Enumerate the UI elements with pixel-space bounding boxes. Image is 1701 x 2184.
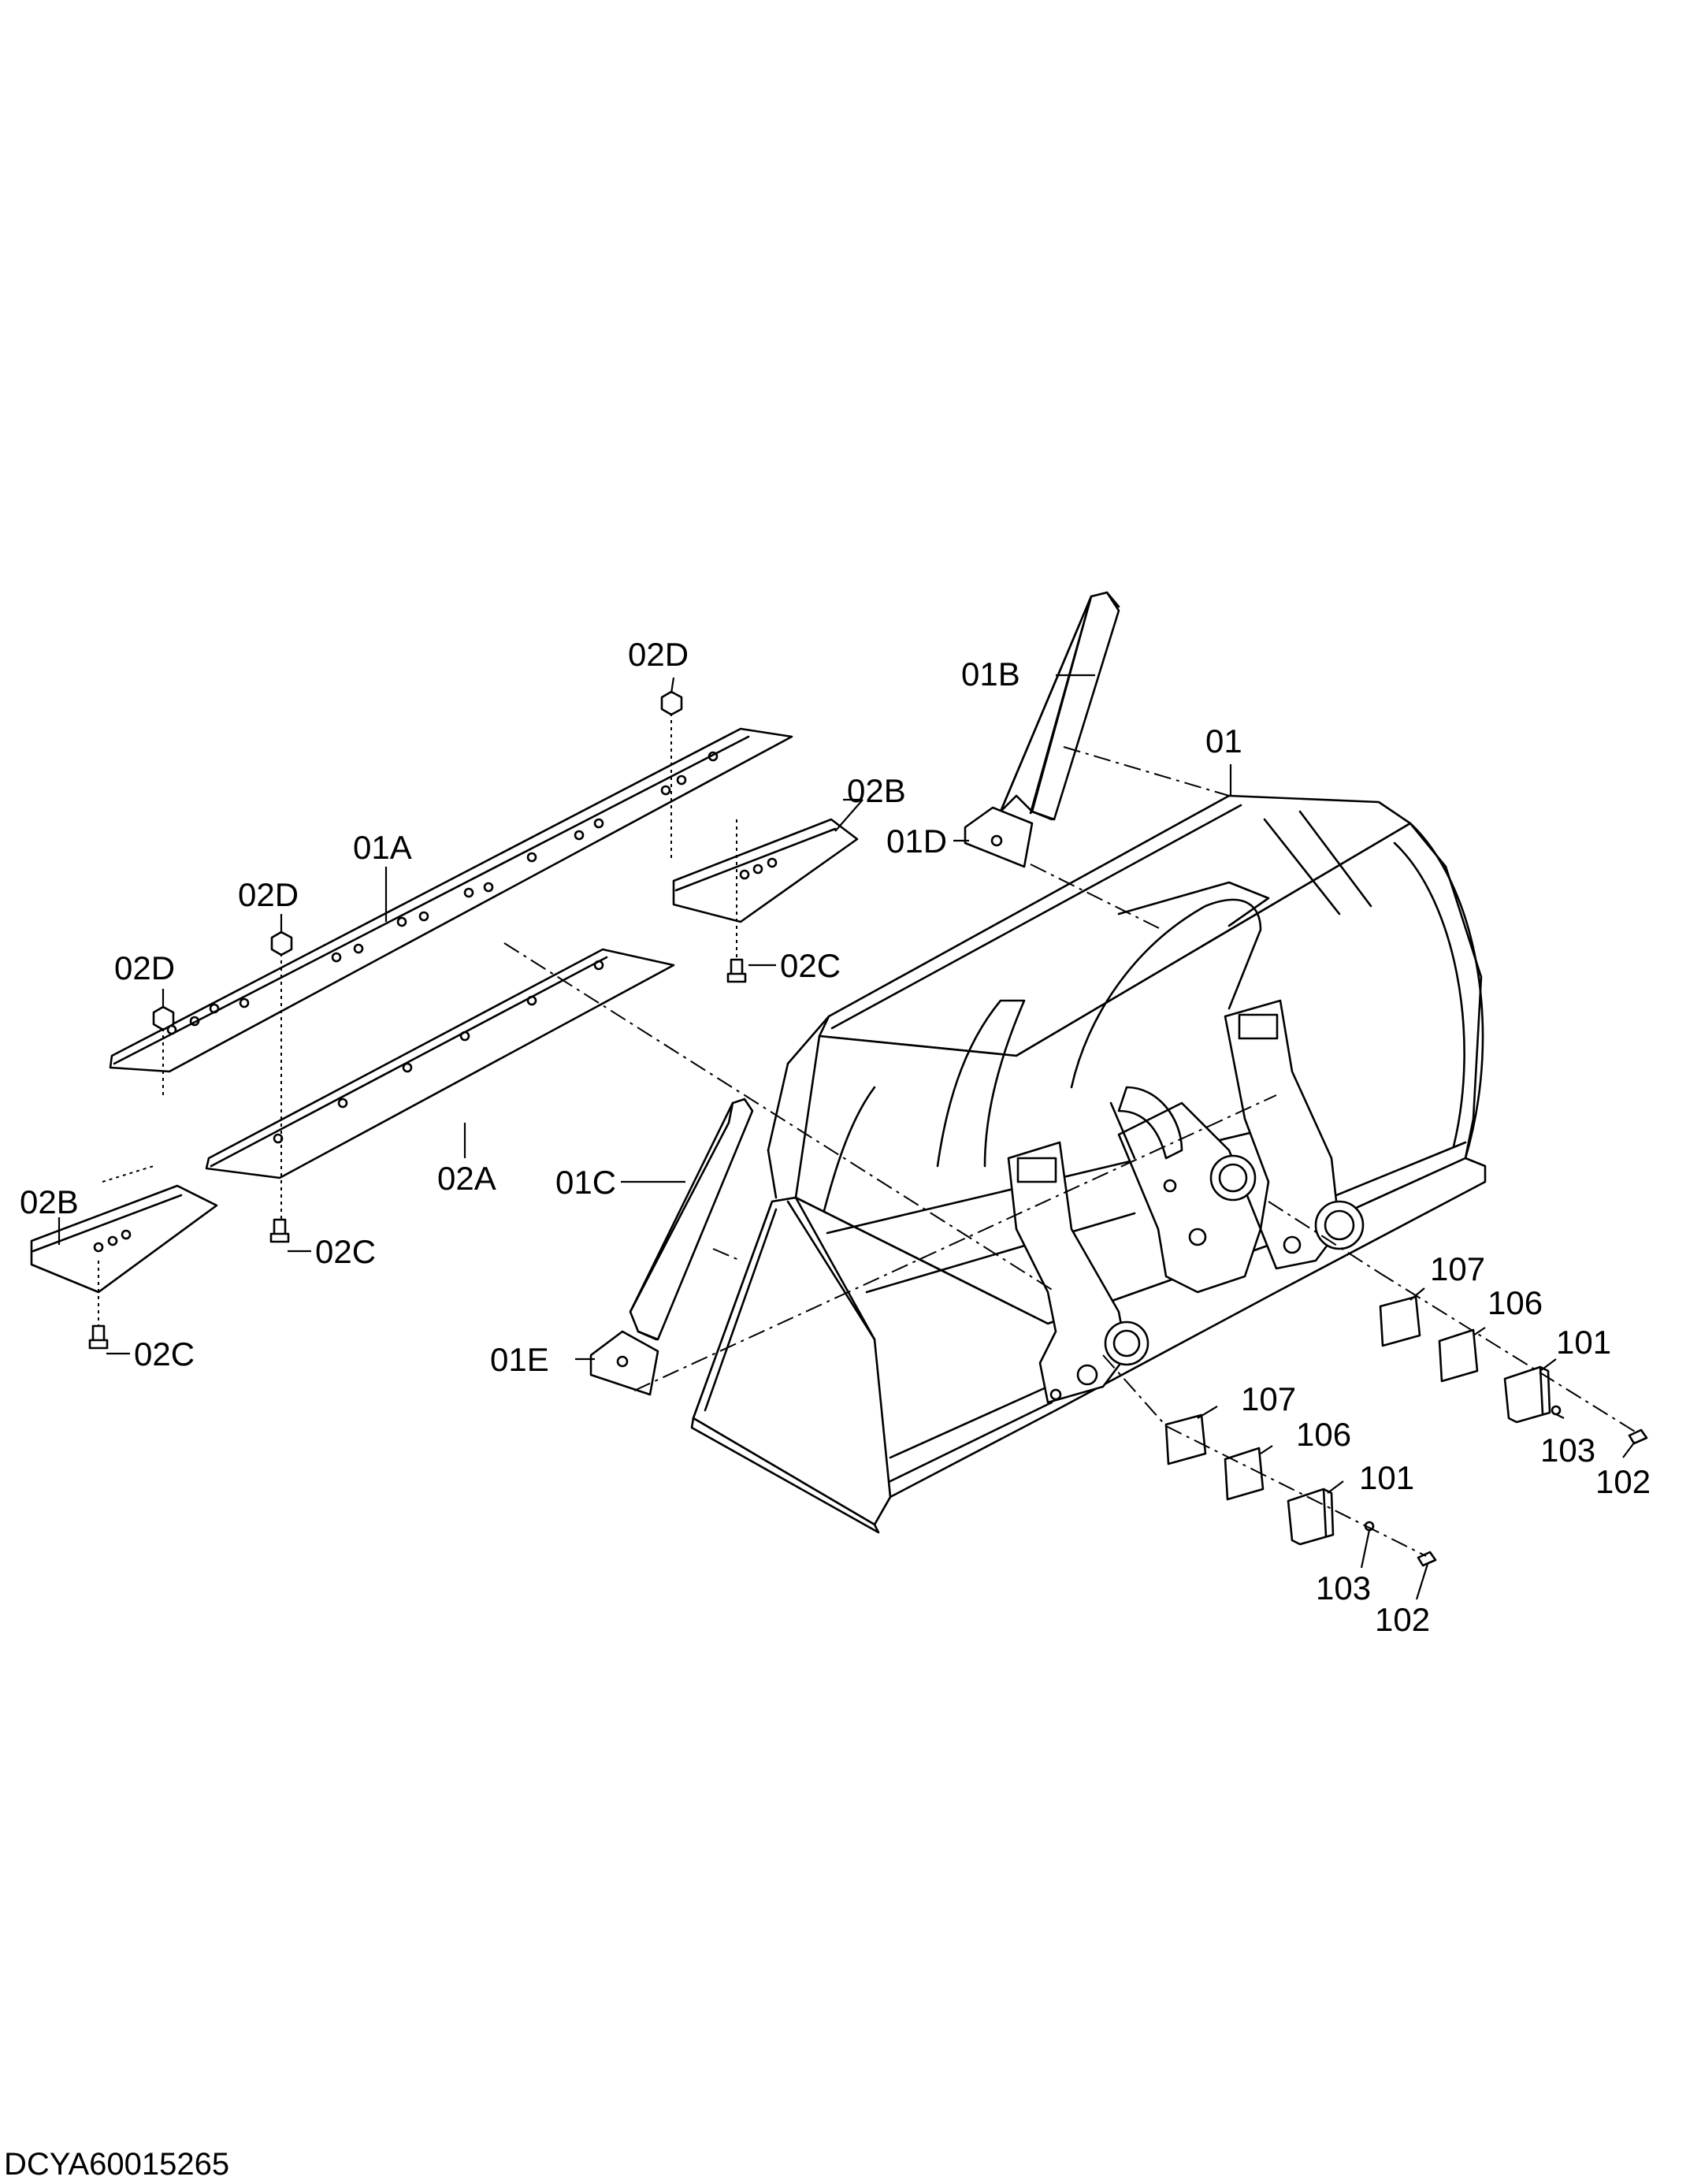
callout-02D-left: 02D: [114, 949, 175, 986]
callout-02C-mid: 02C: [315, 1233, 376, 1270]
callout-02A: 02A: [437, 1160, 496, 1197]
callout-02C-right: 02C: [780, 947, 841, 984]
part-01E-gusset: [589, 1330, 659, 1396]
callout-101-lower: 101: [1359, 1459, 1414, 1496]
callout-102-lower: 102: [1375, 1601, 1430, 1638]
part-01B-plate: [999, 591, 1120, 821]
pad-stack-upper: [1379, 1295, 1648, 1445]
nut-02D-mid: [270, 930, 293, 956]
leader-lines: [58, 674, 1636, 1600]
part-01A-bar: [109, 727, 793, 1073]
bucket-body: [690, 794, 1487, 1534]
callout-02B-left: 02B: [20, 1183, 79, 1220]
part-01D-gusset: [964, 806, 1034, 868]
nut-02D-top: [660, 690, 683, 716]
callout-02D-mid: 02D: [238, 876, 299, 913]
callout-01E: 01E: [490, 1341, 549, 1378]
callout-106-upper: 106: [1487, 1284, 1543, 1321]
callout-01C: 01C: [555, 1164, 616, 1201]
document-id: DCYA60015265: [4, 2147, 229, 2182]
callout-02B-right: 02B: [847, 772, 906, 809]
callout-01D: 01D: [886, 823, 947, 860]
callout-106-lower: 106: [1296, 1416, 1351, 1453]
callout-103-lower: 103: [1316, 1569, 1371, 1606]
bolt-02C-left: [88, 1324, 109, 1350]
bolt-02C-mid: [269, 1218, 290, 1243]
bolt-02C-right: [726, 958, 747, 983]
callout-01B: 01B: [961, 656, 1020, 693]
callout-103-upper: 103: [1540, 1432, 1595, 1469]
callout-labels: 01 01A 01B 01C 01D 01E 02A 02B 02B 02C 0…: [20, 636, 1651, 1638]
callout-01: 01: [1205, 722, 1242, 760]
callout-01A: 01A: [353, 829, 412, 866]
nut-02D-left: [152, 1005, 175, 1031]
part-01C-plate: [629, 1098, 754, 1341]
callout-02C-left: 02C: [134, 1335, 195, 1372]
callout-107-upper: 107: [1430, 1250, 1485, 1287]
part-02B-left: [30, 1184, 218, 1294]
callout-102-upper: 102: [1595, 1463, 1651, 1500]
part-02A-bar: [205, 948, 675, 1179]
callout-02D-top: 02D: [628, 636, 689, 673]
callout-101-upper: 101: [1556, 1324, 1611, 1361]
assembly-lines: [98, 713, 1640, 1557]
callout-107-lower: 107: [1241, 1380, 1296, 1417]
part-02B-right: [672, 818, 859, 923]
